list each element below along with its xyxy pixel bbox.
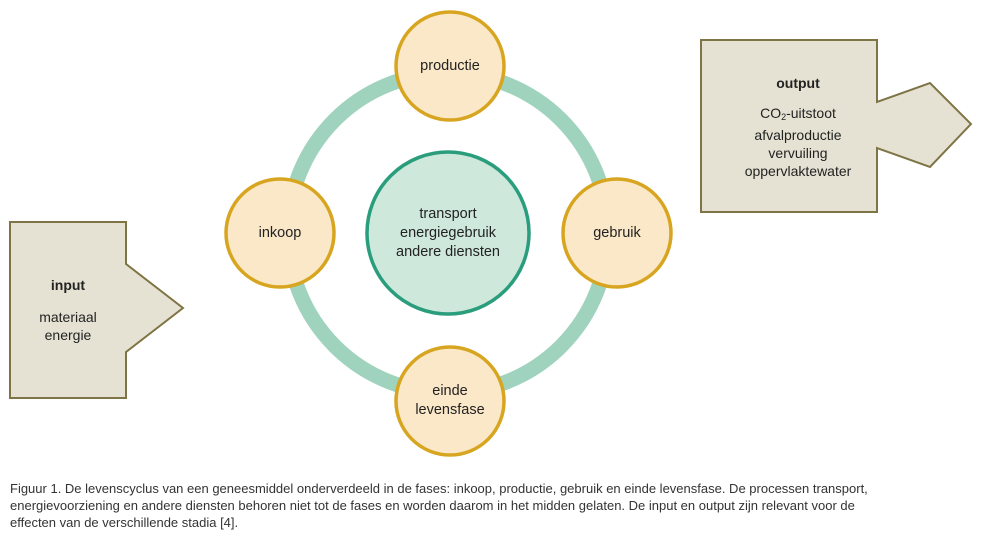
- phase-circle-inkoop: [224, 177, 336, 289]
- output-item-co2: CO2-uitstoot: [760, 105, 836, 122]
- input-label: input materiaal energie: [10, 276, 126, 344]
- phase-circle-gebruik: [561, 177, 673, 289]
- phase-label-gebruik: gebruik: [593, 224, 641, 241]
- output-title: output: [776, 75, 820, 91]
- output-item: vervuiling: [768, 145, 828, 161]
- phase-circle-productie: [394, 10, 506, 122]
- input-arrow: [9, 221, 185, 399]
- phase-label-einde-levensfase: einde levensfase: [415, 383, 485, 418]
- input-item: materiaal: [39, 309, 97, 325]
- phase-label-productie: productie: [420, 57, 480, 74]
- center-circle: [365, 150, 531, 316]
- phase-label-inkoop: inkoop: [258, 224, 302, 241]
- output-arrow: [700, 39, 973, 213]
- lifecycle-diagram: [9, 10, 973, 457]
- center-label: transport energiegebruik andere diensten: [396, 205, 500, 260]
- phase-circle-einde-levensfase: [394, 345, 506, 457]
- figure-caption: Figuur 1. De levenscyclus van een genees…: [10, 481, 868, 530]
- output-item: oppervlaktewater: [744, 163, 852, 179]
- output-item: afvalproductie: [754, 127, 842, 143]
- output-label: output CO2-uitstoot afvalproductie vervu…: [718, 74, 878, 180]
- input-item: energie: [44, 327, 92, 343]
- input-title: input: [50, 277, 86, 293]
